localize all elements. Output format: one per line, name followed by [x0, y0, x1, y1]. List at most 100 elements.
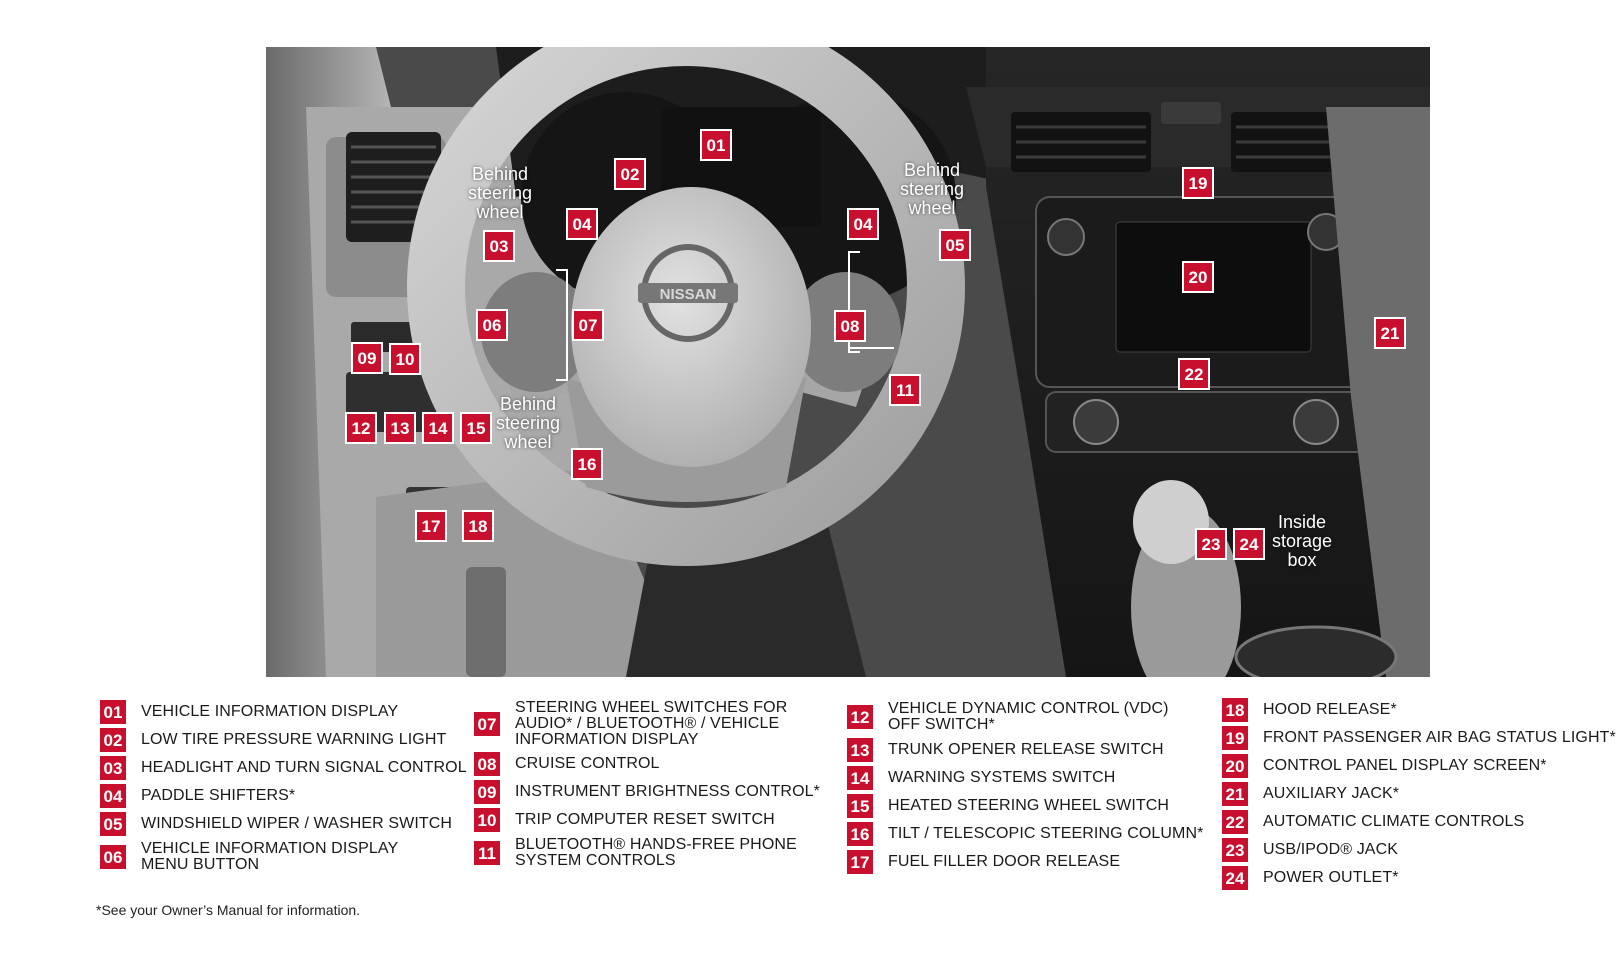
callout-15: 15	[460, 412, 492, 444]
legend-column-4: 18 HOOD RELEASE* 19 FRONT PASSENGER AIR …	[1222, 698, 1616, 894]
legend-label: HEATED STEERING WHEEL SWITCH	[888, 797, 1170, 814]
legend-label: POWER OUTLET*	[1263, 869, 1399, 886]
callout-12: 12	[345, 412, 377, 444]
legend-label: VEHICLE INFORMATION DISPLAY	[141, 703, 399, 720]
legend-label: VEHICLE DYNAMIC CONTROL (VDC)OFF SWITCH*	[888, 700, 1169, 733]
callout-16: 16	[571, 448, 603, 480]
legend-number: 19	[1222, 726, 1248, 750]
callout-10: 10	[389, 343, 421, 375]
legend-label: TRUNK OPENER RELEASE SWITCH	[888, 741, 1164, 758]
legend-number: 13	[847, 738, 873, 762]
bracket-08	[848, 251, 860, 353]
footnote: *See your Owner’s Manual for information…	[96, 902, 361, 918]
legend-number: 22	[1222, 810, 1248, 834]
legend-item-24: 24 POWER OUTLET*	[1222, 866, 1616, 890]
callout-14: 14	[422, 412, 454, 444]
callout-11: 11	[889, 374, 921, 406]
legend-item-12: 12 VEHICLE DYNAMIC CONTROL (VDC)OFF SWIT…	[847, 700, 1203, 734]
legend-item-02: 02 LOW TIRE PRESSURE WARNING LIGHT	[100, 728, 467, 752]
legend-number: 09	[474, 780, 500, 804]
legend-label: USB/iPOD® JACK	[1263, 841, 1398, 858]
legend-label: HOOD RELEASE*	[1263, 701, 1397, 718]
callout-01: 01	[700, 129, 732, 161]
steering-wheel-logo: NISSAN	[660, 286, 717, 303]
bracket-08-bottom	[848, 347, 894, 349]
dashboard-illustration: NISSAN	[266, 47, 1430, 677]
legend-label: WARNING SYSTEMS SWITCH	[888, 769, 1116, 786]
legend-number: 11	[474, 841, 500, 865]
legend-label: FRONT PASSENGER AIR BAG STATUS LIGHT*	[1263, 729, 1616, 746]
legend-item-23: 23 USB/iPOD® JACK	[1222, 838, 1616, 862]
bracket-07	[556, 269, 568, 381]
legend-label: CONTROL PANEL DISPLAY SCREEN*	[1263, 757, 1547, 774]
legend-label: TRIP COMPUTER RESET SWITCH	[515, 811, 775, 828]
callout-08: 08	[834, 310, 866, 342]
legend-item-10: 10 TRIP COMPUTER RESET SWITCH	[474, 808, 820, 832]
legend-number: 20	[1222, 754, 1248, 778]
legend-item-17: 17 FUEL FILLER DOOR RELEASE	[847, 850, 1203, 874]
legend-item-16: 16 TILT / TELESCOPIC STEERING COLUMN*	[847, 822, 1203, 846]
legend-number: 17	[847, 850, 873, 874]
callout-17: 17	[415, 510, 447, 542]
legend-number: 03	[100, 756, 126, 780]
callout-04-left: 04	[566, 208, 598, 240]
legend-number: 21	[1222, 782, 1248, 806]
legend-label: INSTRUMENT BRIGHTNESS CONTROL*	[515, 783, 820, 800]
callout-18: 18	[462, 510, 494, 542]
legend-label: CRUISE CONTROL	[515, 755, 660, 772]
legend-number: 04	[100, 784, 126, 808]
callout-21: 21	[1374, 317, 1406, 349]
callout-07: 07	[572, 309, 604, 341]
legend-number: 05	[100, 812, 126, 836]
legend-number: 12	[847, 705, 873, 729]
legend-item-03: 03 HEADLIGHT AND TURN SIGNAL CONTROL	[100, 756, 467, 780]
legend-number: 18	[1222, 698, 1248, 722]
legend-label: TILT / TELESCOPIC STEERING COLUMN*	[888, 825, 1204, 842]
legend-number: 14	[847, 766, 873, 790]
callout-13: 13	[384, 412, 416, 444]
legend-item-09: 09 INSTRUMENT BRIGHTNESS CONTROL*	[474, 780, 820, 804]
legend-label: HEADLIGHT AND TURN SIGNAL CONTROL	[141, 759, 467, 776]
legend-item-18: 18 HOOD RELEASE*	[1222, 698, 1616, 722]
legend-number: 08	[474, 752, 500, 776]
legend-item-14: 14 WARNING SYSTEMS SWITCH	[847, 766, 1203, 790]
legend-label: WINDSHIELD WIPER / WASHER SWITCH	[141, 815, 453, 832]
callout-20: 20	[1182, 261, 1214, 293]
legend-item-19: 19 FRONT PASSENGER AIR BAG STATUS LIGHT*	[1222, 726, 1616, 750]
legend-number: 01	[100, 700, 126, 724]
callout-06: 06	[476, 309, 508, 341]
callout-09: 09	[351, 342, 383, 374]
legend-column-1: 01 VEHICLE INFORMATION DISPLAY 02 LOW TI…	[100, 700, 467, 878]
legend-number: 24	[1222, 866, 1248, 890]
legend-number: 10	[474, 808, 500, 832]
callout-03: 03	[483, 230, 515, 262]
legend-item-22: 22 AUTOMATIC CLIMATE CONTROLS	[1222, 810, 1616, 834]
legend-item-01: 01 VEHICLE INFORMATION DISPLAY	[100, 700, 467, 724]
legend-item-05: 05 WINDSHIELD WIPER / WASHER SWITCH	[100, 812, 467, 836]
legend-item-15: 15 HEATED STEERING WHEEL SWITCH	[847, 794, 1203, 818]
callout-05: 05	[939, 229, 971, 261]
legend-number: 15	[847, 794, 873, 818]
callout-04-right: 04	[847, 208, 879, 240]
legend-label: AUXILIARY JACK*	[1263, 785, 1400, 802]
legend-item-13: 13 TRUNK OPENER RELEASE SWITCH	[847, 738, 1203, 762]
callout-22: 22	[1178, 358, 1210, 390]
callout-02: 02	[614, 158, 646, 190]
legend-label: AUTOMATIC CLIMATE CONTROLS	[1263, 813, 1525, 830]
legend-label: LOW TIRE PRESSURE WARNING LIGHT	[141, 731, 447, 748]
legend-number: 06	[100, 845, 126, 869]
legend-number: 23	[1222, 838, 1248, 862]
callout-23: 23	[1195, 528, 1227, 560]
callout-19: 19	[1182, 167, 1214, 199]
legend-column-3: 12 VEHICLE DYNAMIC CONTROL (VDC)OFF SWIT…	[847, 700, 1203, 878]
